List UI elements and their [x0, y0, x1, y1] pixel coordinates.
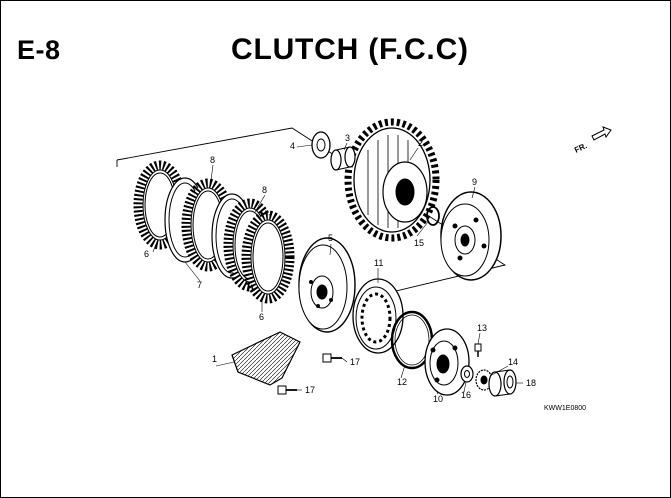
front-direction-marker: FR.	[573, 126, 612, 155]
bearing-18	[488, 369, 517, 397]
bolt-17b	[277, 385, 297, 395]
fr-label: FR.	[573, 141, 588, 155]
bolt-13	[474, 343, 482, 357]
collar-4	[311, 131, 331, 159]
callout-12: 12	[397, 377, 407, 387]
callout-9: 9	[472, 177, 477, 187]
front-arrow-icon	[591, 126, 612, 141]
bolt-17a	[322, 353, 342, 363]
clutch-center-5	[298, 237, 356, 333]
callout-5: 5	[328, 233, 333, 243]
callout-2: 2	[418, 138, 423, 148]
callout-15: 15	[414, 238, 424, 248]
callout-3: 3	[345, 133, 350, 143]
callout-17b: 17	[305, 385, 315, 395]
drive-plate-9	[440, 191, 502, 281]
needle-bearing-3	[330, 146, 356, 171]
callout-11: 11	[374, 258, 383, 268]
callout-1: 1	[212, 354, 217, 364]
callout-18: 18	[526, 378, 536, 388]
callout-16: 16	[461, 390, 471, 400]
cover-1	[231, 331, 301, 386]
callout-labels: 1 2 3 4 5 6 6 7 8 8 9 10 11 12 13 14 15 …	[144, 133, 536, 404]
leader-lines	[152, 142, 523, 395]
callout-4: 4	[290, 141, 295, 151]
page-title: CLUTCH (F.C.C)	[231, 33, 469, 66]
callout-8b: 8	[262, 185, 267, 195]
clutch-plate-stack	[133, 160, 295, 304]
lifter-plate-11	[352, 278, 404, 354]
washer-16	[460, 365, 474, 383]
diagram-code: KWW1E0800	[544, 405, 586, 412]
callout-14: 14	[508, 357, 518, 367]
circlip-15	[426, 206, 440, 226]
clutch-cover-10	[424, 328, 470, 396]
callout-7: 7	[197, 280, 202, 290]
callout-8a: 8	[210, 155, 215, 165]
callout-6b: 6	[259, 312, 264, 322]
callout-10: 10	[433, 394, 443, 404]
callout-13: 13	[477, 323, 487, 333]
callout-17a: 17	[350, 357, 360, 367]
callout-6a: 6	[144, 249, 149, 259]
page-code: E-8	[17, 35, 61, 65]
clutch-outer-2	[344, 118, 440, 242]
friction-disc-6b	[241, 210, 295, 304]
